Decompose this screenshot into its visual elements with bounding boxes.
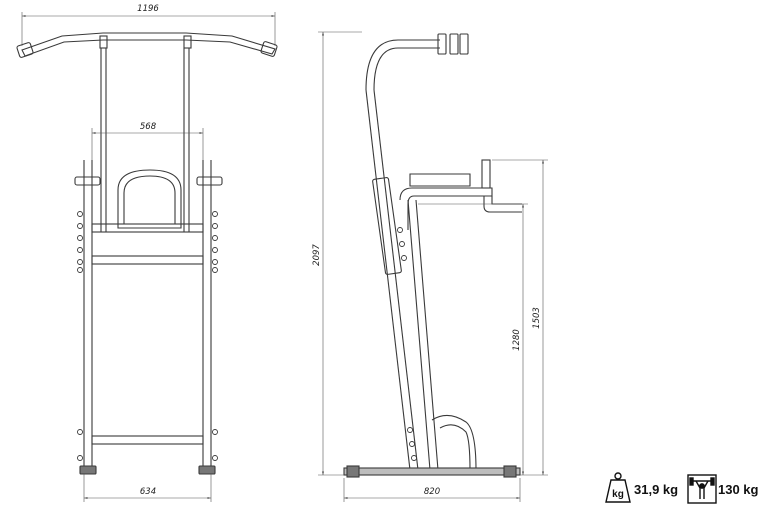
dim-handle-height: 1503 [532, 307, 542, 329]
dim-side-depth: 820 [424, 487, 440, 497]
main-post [365, 39, 440, 91]
max-load-icon [687, 474, 717, 504]
arm-rest [409, 173, 471, 187]
back-pad [117, 169, 182, 229]
adjustment-pins [77, 211, 218, 461]
dim-backpad-height: 1280 [512, 329, 522, 351]
foot-right [198, 465, 216, 475]
weight-icon-text: kg [612, 489, 624, 500]
foot-left [79, 465, 97, 475]
dip-handle-side [483, 196, 522, 213]
dip-handle-left [74, 176, 101, 186]
dip-handle-right [196, 176, 223, 186]
base-side [343, 467, 521, 476]
max-load-value: 130 kg [718, 482, 759, 497]
dim-front-width: 1196 [137, 4, 159, 14]
weight-value: 31,9 kg [634, 482, 679, 497]
pullup-bar [21, 32, 276, 57]
grip-left [16, 42, 34, 58]
dim-total-height: 2097 [312, 244, 322, 266]
weight-icon: kg [605, 472, 631, 503]
dimension-lines [21, 12, 548, 502]
side-view [343, 33, 522, 478]
dim-inner-width: 568 [140, 122, 157, 132]
dim-base-width: 634 [140, 487, 156, 497]
front-view [16, 32, 278, 475]
grip-right [260, 41, 278, 57]
back-pad-side [372, 177, 402, 275]
